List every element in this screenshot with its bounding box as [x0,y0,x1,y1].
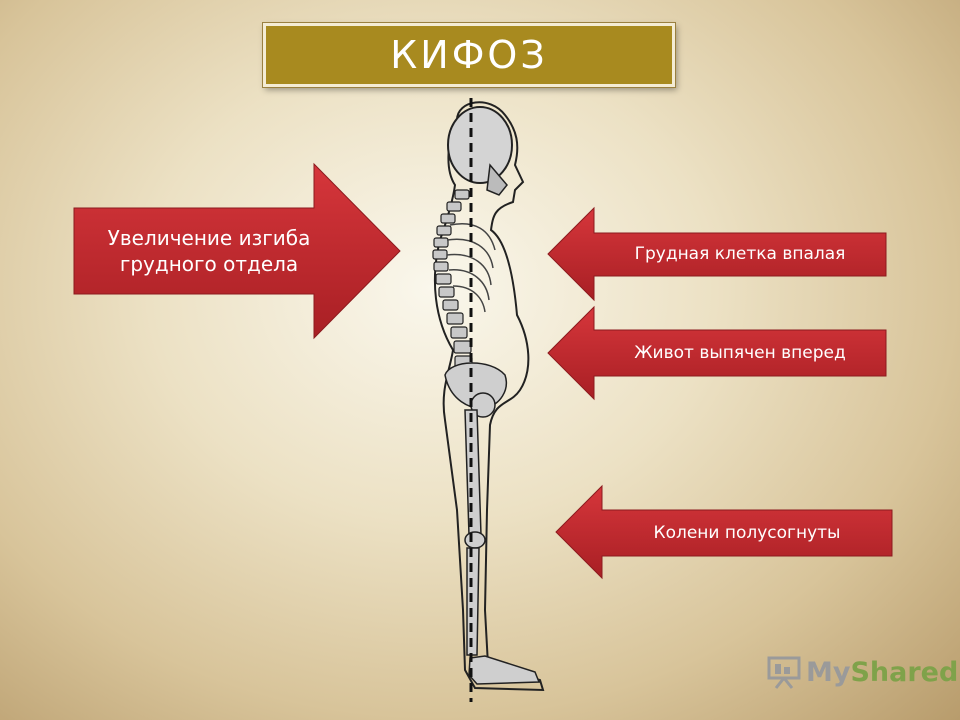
arrow-knees: Колени полусогнуты [555,484,893,580]
title-banner: КИФОЗ [263,23,675,87]
logo-text-shared: Shared [850,656,959,688]
presentation-icon [767,656,801,689]
slide-title: КИФОЗ [390,33,548,77]
logo-text-my: My [806,656,851,688]
arrow-thoracic-curve: Увеличение изгиба грудного отдела [73,162,404,340]
arrow-chest: Грудная клетка впалая [547,206,887,302]
arrow-knees-label: Колени полусогнуты [653,522,841,543]
arrow-belly-label: Живот выпячен вперед [634,342,846,363]
myshared-logo: MyShared [766,655,958,689]
arrow-thoracic-label: Увеличение изгиба грудного отдела [107,226,311,276]
arrow-belly: Живот выпячен вперед [547,305,887,401]
kyphosis-skeleton-illustration [432,98,545,702]
arrow-chest-label: Грудная клетка впалая [634,244,846,265]
